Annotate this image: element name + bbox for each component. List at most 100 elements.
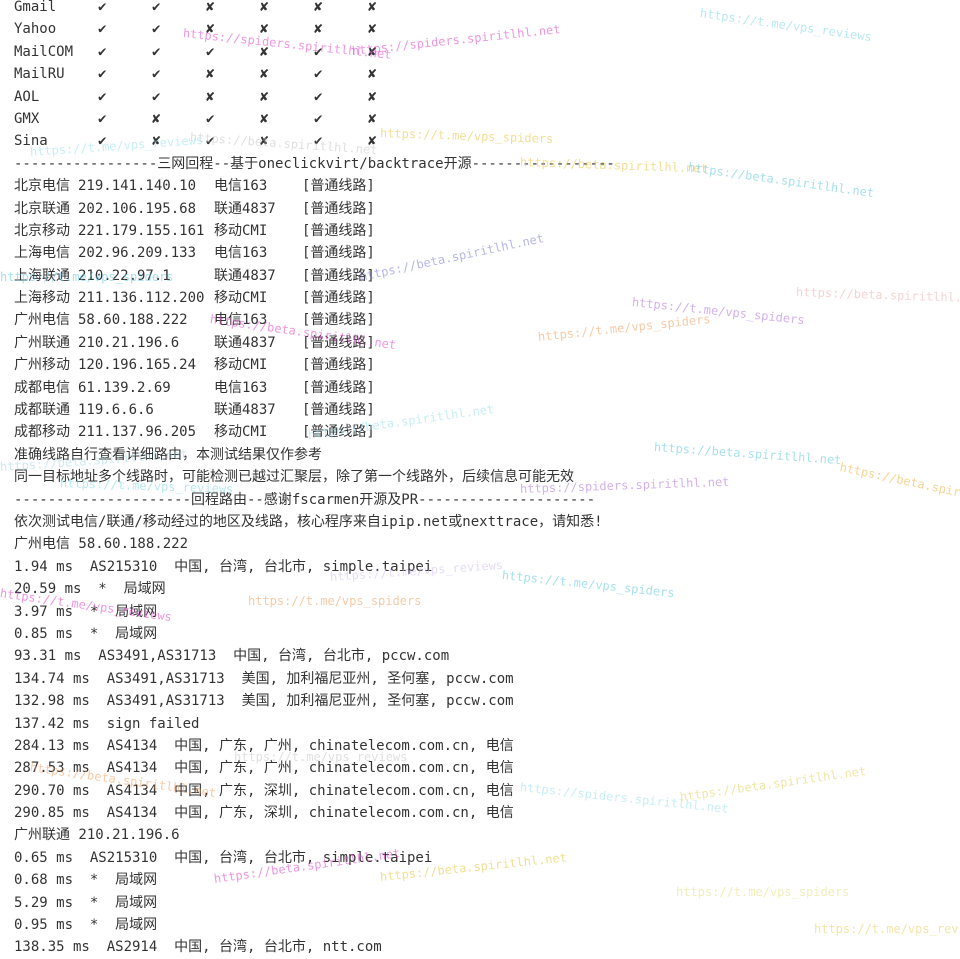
backtrace-row: 上海电信 202.96.209.133 电信163 [普通线路] <box>14 242 954 264</box>
route-ip: 202.96.209.133 <box>78 245 197 262</box>
mail-check-mark: ✔ <box>314 88 323 105</box>
route-location: 北京移动 <box>14 222 70 239</box>
route-isp: 联通4837 <box>214 402 276 419</box>
mail-check-mark: ✘ <box>260 43 269 60</box>
mail-provider: Yahoo <box>14 21 57 38</box>
mail-check-mark: ✘ <box>152 110 161 127</box>
route-type: [普通线路] <box>302 402 375 419</box>
route-type: [普通线路] <box>302 424 375 441</box>
route-isp: 联通4837 <box>214 267 276 284</box>
route-location: 成都移动 <box>14 424 70 441</box>
trace-hop: 3.97 ms * 局域网 <box>14 603 158 620</box>
route-isp: 移动CMI <box>214 357 268 374</box>
backtrace-header: -----------------三网回程--基于oneclickvirt/ba… <box>14 155 615 172</box>
route-ip: 210.22.97.1 <box>78 267 171 284</box>
mail-provider: AOL <box>14 88 40 105</box>
trace-hop: 0.95 ms * 局域网 <box>14 917 158 934</box>
route-ip: 119.6.6.6 <box>78 402 154 419</box>
route-location: 广州联通 <box>14 334 70 351</box>
mail-check-mark: ✔ <box>98 88 107 105</box>
trace-hop: 290.70 ms AS4134 中国, 广东, 深圳, chinateleco… <box>14 782 514 799</box>
terminal-output: Gmail✔✔✘✘✘✘Yahoo✔✔✘✘✘✘MailCOM✔✔✔✘✔✘MailR… <box>14 0 954 959</box>
mail-provider: Gmail <box>14 0 57 15</box>
mail-provider: GMX <box>14 110 40 127</box>
trace-hop: 1.94 ms AS215310 中国, 台湾, 台北市, simple.tai… <box>14 558 433 575</box>
mail-check-mark: ✔ <box>98 110 107 127</box>
route-type: [普通线路] <box>302 334 375 351</box>
mail-check-mark: ✘ <box>206 66 215 83</box>
mail-check-mark: ✔ <box>98 133 107 150</box>
mail-check-mark: ✔ <box>206 43 215 60</box>
route-isp: 电信163 <box>214 379 268 396</box>
mail-row: Gmail✔✔✘✘✘✘ <box>14 0 954 18</box>
mail-check-mark: ✘ <box>314 21 323 38</box>
mail-check-mark: ✔ <box>152 66 161 83</box>
mail-check-mark: ✘ <box>368 110 377 127</box>
trace-hop: 5.29 ms * 局域网 <box>14 894 158 911</box>
mail-check-mark: ✘ <box>368 43 377 60</box>
trace-hop: 20.59 ms * 局域网 <box>14 581 166 598</box>
mail-provider: MailCOM <box>14 43 74 60</box>
route-type: [普通线路] <box>302 267 375 284</box>
route-location: 广州电信 <box>14 312 70 329</box>
route-isp: 电信163 <box>214 178 268 195</box>
route-trace-header: ---------------------回程路由--感谢fscarmen开源及… <box>14 491 596 508</box>
mail-row: MailCOM✔✔✔✘✔✘ <box>14 41 954 63</box>
mail-check-mark: ✔ <box>152 88 161 105</box>
mail-check-mark: ✘ <box>260 66 269 83</box>
route-type: [普通线路] <box>302 222 375 239</box>
route-location: 成都电信 <box>14 379 70 396</box>
backtrace-note: 同一目标地址多个线路时，可能检测已越过汇聚层，除了第一个线路外，后续信息可能无效 <box>14 469 574 486</box>
route-type: [普通线路] <box>302 245 375 262</box>
mail-check-mark: ✘ <box>260 21 269 38</box>
trace-target-title: 广州联通 210.21.196.6 <box>14 827 180 844</box>
route-ip: 58.60.188.222 <box>78 312 188 329</box>
mail-check-mark: ✘ <box>368 0 377 15</box>
route-location: 北京联通 <box>14 200 70 217</box>
mail-check-mark: ✘ <box>368 88 377 105</box>
route-type: [普通线路] <box>302 312 375 329</box>
route-ip: 120.196.165.24 <box>78 357 197 374</box>
route-isp: 电信163 <box>214 312 268 329</box>
route-location: 北京电信 <box>14 178 70 195</box>
mail-check-mark: ✘ <box>152 133 161 150</box>
mail-row: MailRU✔✔✘✘✔✘ <box>14 63 954 85</box>
mail-provider: Sina <box>14 133 48 150</box>
mail-check-mark: ✔ <box>314 66 323 83</box>
mail-check-mark: ✔ <box>314 43 323 60</box>
route-location: 上海电信 <box>14 245 70 262</box>
route-type: [普通线路] <box>302 379 375 396</box>
trace-hop: 284.13 ms AS4134 中国, 广东, 广州, chinateleco… <box>14 737 514 754</box>
mail-check-mark: ✘ <box>206 88 215 105</box>
route-type: [普通线路] <box>302 290 375 307</box>
route-trace-intro: 依次测试电信/联通/移动经过的地区及线路，核心程序来自ipip.net或next… <box>14 513 603 530</box>
trace-hop: 138.35 ms AS2914 中国, 台湾, 台北市, ntt.com <box>14 939 382 956</box>
mail-check-mark: ✔ <box>98 43 107 60</box>
route-isp: 电信163 <box>214 245 268 262</box>
mail-check-mark: ✔ <box>98 0 107 15</box>
mail-check-mark: ✔ <box>152 0 161 15</box>
route-location: 上海联通 <box>14 267 70 284</box>
mail-check-mark: ✘ <box>260 133 269 150</box>
route-isp: 移动CMI <box>214 290 268 307</box>
backtrace-row: 上海联通 210.22.97.1 联通4837 [普通线路] <box>14 265 954 287</box>
mail-check-mark: ✔ <box>98 66 107 83</box>
mail-check-mark: ✔ <box>314 110 323 127</box>
trace-hop: 0.65 ms AS215310 中国, 台湾, 台北市, simple.tai… <box>14 849 433 866</box>
route-isp: 移动CMI <box>214 222 268 239</box>
route-isp: 联通4837 <box>214 200 276 217</box>
route-type: [普通线路] <box>302 178 375 195</box>
route-ip: 61.139.2.69 <box>78 379 171 396</box>
mail-check-mark: ✘ <box>368 21 377 38</box>
mail-row: Sina✔✘✔✘✔✘ <box>14 130 954 152</box>
route-type: [普通线路] <box>302 200 375 217</box>
mail-check-mark: ✘ <box>368 66 377 83</box>
